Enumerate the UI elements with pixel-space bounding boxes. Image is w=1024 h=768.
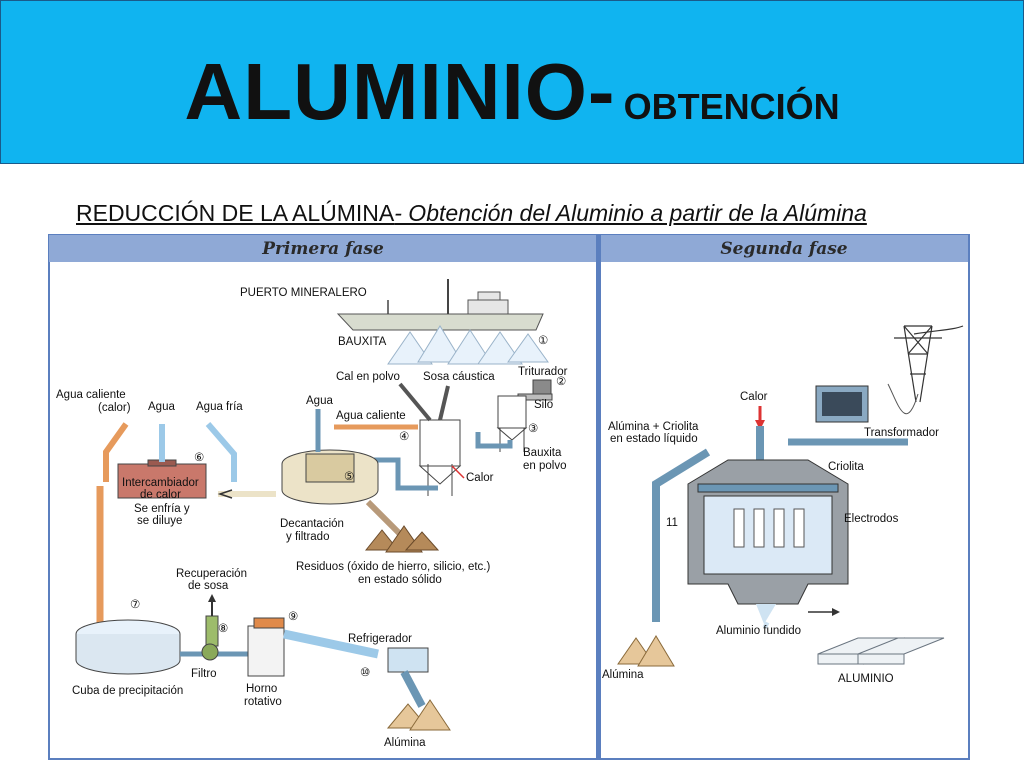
precipitation-tank-icon <box>75 619 181 675</box>
aluminum-ingots-icon <box>817 637 945 665</box>
residue-piles-icon <box>364 525 440 553</box>
label-enfria-2: se diluye <box>137 515 182 527</box>
label-puerto-mineralero: PUERTO MINERALERO <box>240 287 367 299</box>
label-horno-2: rotativo <box>244 696 282 708</box>
label-calor: Calor <box>466 472 494 484</box>
subtitle-part2: - Obtención del Aluminio a partir de la … <box>394 200 867 226</box>
subtitle: REDUCCIÓN DE LA ALÚMINA- Obtención del A… <box>76 200 867 227</box>
label-transformador: Transformador <box>864 427 939 439</box>
label-aluminio: ALUMINIO <box>838 673 894 685</box>
label-criolita: Criolita <box>828 461 864 473</box>
step-11: 11 <box>666 517 678 529</box>
label-filtro: Filtro <box>191 668 217 680</box>
step-8: ⑧ <box>218 623 228 635</box>
ship-icon <box>336 279 544 331</box>
label-alumina-second: Alúmina <box>602 669 644 681</box>
label-agua-caliente-calor: (calor) <box>98 402 131 414</box>
aluminum-process-diagram: Primera fase Segunda fase PUERTO MINERAL… <box>48 234 970 760</box>
electrolytic-cell-icon <box>687 459 849 624</box>
step-1: ① <box>538 335 548 347</box>
decanter-tank-icon <box>281 449 379 505</box>
label-alumina-criolita-1: Alúmina + Criolita <box>608 421 699 433</box>
step-5: ⑤ <box>344 471 354 483</box>
step-9: ⑨ <box>288 611 298 623</box>
label-refrigerador: Refrigerador <box>348 633 412 645</box>
label-agua-caliente-top: Agua caliente <box>56 389 126 401</box>
second-phase-header <box>600 235 968 262</box>
step-6: ⑥ <box>194 452 204 464</box>
label-silo: Silo <box>534 399 553 411</box>
title-banner <box>0 0 1024 164</box>
rotary-kiln-icon <box>247 617 379 677</box>
label-enfria-1: Se enfría y <box>134 503 190 515</box>
pipe-residuos <box>365 499 403 537</box>
label-agua-fria: Agua fría <box>196 401 243 413</box>
label-recuperacion-1: Recuperación <box>176 568 247 580</box>
label-electrodos: Electrodos <box>844 513 899 525</box>
label-horno-1: Horno <box>246 683 277 695</box>
step-2: ② <box>556 376 566 388</box>
label-agua-caliente-2: Agua caliente <box>336 410 406 422</box>
step-7: ⑦ <box>130 599 140 611</box>
label-residuos-1: Residuos (óxido de hierro, silicio, etc.… <box>296 561 490 573</box>
label-decantacion-1: Decantación <box>280 518 344 530</box>
second-phase-title: Segunda fase <box>720 239 847 259</box>
label-intercambiador-2: de calor <box>140 489 181 501</box>
pipe-agua-caliente-top <box>103 422 129 482</box>
pipe-digester <box>368 457 438 491</box>
power-pylon-icon <box>894 325 964 403</box>
title-sub: OBTENCIÓN <box>623 86 840 127</box>
alumina-pile-second-icon <box>617 635 675 667</box>
pipe-agua-fria-top <box>205 422 237 482</box>
cooler-icon <box>387 647 429 708</box>
label-residuos-2: en estado sólido <box>358 574 442 586</box>
first-phase-header <box>49 235 598 262</box>
step-4: ④ <box>399 431 409 443</box>
subtitle-part1: REDUCCIÓN DE LA ALÚMINA <box>76 200 395 226</box>
silo-icon <box>496 395 528 452</box>
label-decantacion-2: y filtrado <box>286 531 329 543</box>
panel-divider <box>596 235 601 759</box>
label-alumina-first: Alúmina <box>384 737 426 749</box>
heat-exchanger-icon <box>117 459 207 499</box>
label-bauxita-polvo-2: en polvo <box>523 460 566 472</box>
label-intercambiador-1: Intercambiador <box>122 477 199 489</box>
label-cuba: Cuba de precipitación <box>72 685 183 697</box>
bauxite-piles-icon <box>387 325 549 365</box>
digester-tank-icon <box>398 382 462 496</box>
transformer-icon <box>815 385 869 423</box>
label-recuperacion-2: de sosa <box>188 580 229 592</box>
label-cal-en-polvo: Cal en polvo <box>336 371 400 383</box>
label-bauxita-polvo-1: Bauxita <box>523 447 562 459</box>
pipe-alumina-feed <box>652 448 711 622</box>
label-calor-second: Calor <box>740 391 768 403</box>
label-agua-2: Agua <box>306 395 333 407</box>
alumina-pile-icon <box>386 699 451 731</box>
label-aluminio-fundido: Aluminio fundido <box>716 625 801 637</box>
label-agua-top: Agua <box>148 401 175 413</box>
title-main: ALUMINIO- <box>184 47 616 136</box>
label-triturador: Triturador <box>518 366 568 378</box>
label-bauxita: BAUXITA <box>338 336 387 348</box>
step-10: ⑩ <box>360 667 370 679</box>
page-title: ALUMINIO-OBTENCIÓN <box>0 46 1024 138</box>
pipe-silo <box>475 432 513 449</box>
label-alumina-criolita-2: en estado líquido <box>610 433 698 445</box>
step-3: ③ <box>528 423 538 435</box>
label-sosa-caustica: Sosa cáustica <box>423 371 495 383</box>
first-phase-title: Primera fase <box>261 239 384 259</box>
